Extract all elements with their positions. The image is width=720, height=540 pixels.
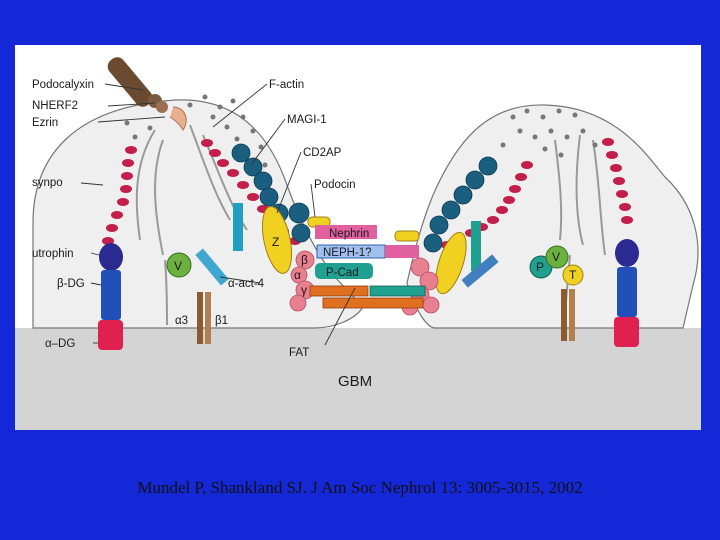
right-integrin-beta — [569, 289, 575, 341]
label-magi1: MAGI-1 — [287, 114, 327, 126]
label-t: T — [569, 268, 577, 282]
label-alpha3: α3 — [175, 315, 188, 327]
right-alpha-actinin-diag — [461, 254, 499, 288]
label-podocin: Podocin — [314, 179, 356, 191]
label-beta-dg: β-DG — [57, 278, 85, 290]
right-podocin — [394, 230, 420, 242]
left-alpha-actinin-bar — [233, 203, 243, 251]
label-pcad: P-Cad — [326, 267, 359, 279]
gbm-layer — [15, 328, 701, 430]
left-zo1 — [261, 206, 293, 274]
podocyte-slit-diagram: Podocalyxin NHERF2 Ezrin synpo utrophin … — [15, 57, 701, 430]
left-alpha-actinin-diag — [195, 248, 229, 286]
label-nherf2: NHERF2 — [32, 100, 78, 112]
left-v-protein — [166, 252, 192, 278]
label-cd2ap: CD2AP — [303, 147, 342, 159]
right-beta-dg — [617, 267, 637, 317]
fat-bar-mid — [369, 285, 426, 297]
right-integrin-alpha — [561, 289, 567, 341]
left-integrin-beta1 — [205, 292, 211, 344]
right-v-protein — [545, 245, 569, 269]
label-v-right: V — [552, 250, 560, 264]
label-gamma-catenin: γ — [301, 283, 307, 297]
label-alpha-catenin: α — [294, 268, 301, 282]
label-z: Z — [272, 235, 279, 249]
label-f-actin: F-actin — [269, 79, 304, 91]
figure-panel: Podocalyxin NHERF2 Ezrin synpo utrophin … — [15, 45, 701, 430]
label-beta1: β1 — [215, 315, 228, 327]
left-integrin-alpha3 — [197, 292, 203, 344]
right-utrophin — [615, 239, 639, 267]
label-ezrin: Ezrin — [32, 117, 58, 129]
label-synpo: synpo — [32, 177, 63, 189]
label-podocalyxin: Podocalyxin — [32, 79, 94, 91]
podocalyxin — [107, 57, 187, 131]
right-alpha-dg — [614, 317, 639, 347]
fat-bar-top — [309, 285, 369, 297]
label-fat: FAT — [289, 347, 309, 359]
left-alpha-dg — [98, 320, 123, 350]
right-t-protein — [562, 264, 584, 286]
neph1-right-band — [385, 245, 419, 258]
label-nephrin: Nephrin — [329, 228, 369, 240]
left-beta-dg — [101, 270, 121, 320]
label-alpha-act4: α-act-4 — [228, 278, 265, 290]
label-gbm: GBM — [338, 373, 372, 390]
leader-lines — [80, 83, 356, 346]
right-zo1 — [435, 231, 467, 295]
fat-bar-low — [322, 297, 424, 309]
label-utrophin: utrophin — [32, 248, 74, 260]
right-alpha-actinin-bar — [471, 221, 481, 271]
label-beta-catenin: β — [301, 253, 308, 267]
label-v-left: V — [174, 259, 182, 273]
right-dots — [490, 108, 598, 166]
label-alpha-dg: α–DG — [45, 338, 75, 350]
citation-text: Mundel P, Shankland SJ. J Am Soc Nephrol… — [137, 478, 583, 497]
nephrin-band — [315, 225, 377, 239]
right-cd2ap-chain — [423, 156, 498, 253]
left-utrophin — [99, 243, 123, 271]
pcad-bar — [315, 263, 373, 279]
left-cd2ap-chain — [231, 143, 311, 243]
label-neph1: NEPH-1? — [323, 247, 372, 259]
label-p: P — [536, 260, 544, 274]
